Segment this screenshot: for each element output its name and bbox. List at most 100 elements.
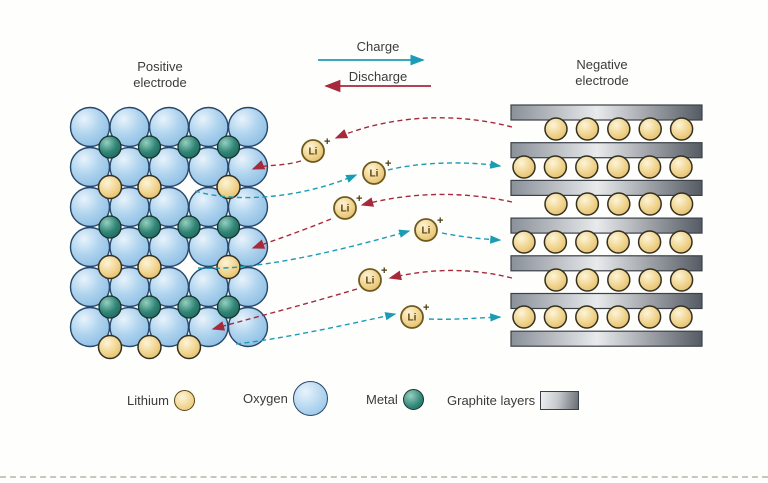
charge-path: [387, 160, 502, 171]
lithium-site: [176, 334, 202, 360]
graphite-swatch: [540, 391, 580, 410]
lithium-ball: [543, 305, 568, 329]
lithium-site: [137, 174, 162, 200]
lithium-ball: [606, 230, 630, 254]
graphite-bar: [510, 104, 703, 121]
li-ion: Li +: [358, 265, 387, 292]
metal-swatch: [402, 389, 424, 410]
li-ion-circle: [333, 196, 357, 220]
charge-path: [235, 312, 397, 345]
metal-sphere: [216, 295, 241, 319]
lithium-ball: [512, 305, 536, 329]
oxygen-sphere: [227, 266, 269, 308]
metal-sphere: [137, 135, 162, 159]
lithium-ball: [575, 268, 600, 292]
li-ion-circle: [362, 161, 386, 185]
lithium-ball: [512, 155, 536, 179]
lithium-site: [97, 334, 123, 360]
lithium-ball: [637, 155, 662, 179]
oxygen-sphere: [227, 226, 269, 268]
oxygen-sphere: [227, 146, 269, 188]
lithium-ball: [638, 192, 662, 216]
legend-item-graphite: Graphite layers: [447, 391, 580, 410]
li-ion-circle: [400, 305, 424, 329]
charge-label: Charge: [356, 39, 400, 54]
lithium-ball: [544, 268, 568, 292]
lithium-ball: [575, 192, 600, 216]
metal-sphere: [177, 295, 201, 319]
lithium-ball: [669, 230, 693, 254]
legend-metal-label: Metal: [366, 392, 398, 407]
li-ion-charge-sign: +: [381, 265, 387, 277]
lithium-site: [97, 254, 123, 280]
lithium-ball: [637, 230, 662, 254]
metal-sphere: [98, 215, 122, 239]
li-ion-circle: [358, 268, 382, 292]
graphite-bar: [510, 255, 703, 272]
graphite-bar: [510, 179, 703, 196]
charge-path: [441, 232, 502, 244]
li-ion: Li+: [414, 215, 443, 242]
li-ion-label: Li: [309, 147, 318, 158]
lithium-ball: [638, 117, 662, 141]
li-ion-label: Li: [366, 276, 375, 287]
bottom-divider: [0, 476, 768, 478]
discharge-path: [334, 117, 513, 139]
lithium-site: [97, 174, 123, 200]
graphite-bar: [510, 292, 703, 310]
graphite-bar: [510, 142, 703, 159]
discharge-path: [360, 193, 513, 207]
metal-sphere: [177, 215, 201, 239]
metal-sphere: [177, 135, 201, 159]
lithium-site: [137, 254, 162, 280]
legend-graphite-label: Graphite layers: [447, 393, 536, 408]
li-ion-charge-sign: +: [423, 302, 429, 314]
legend-item-oxygen: Oxygen: [243, 381, 328, 416]
metal-sphere: [137, 295, 162, 319]
discharge-path: [251, 160, 302, 170]
lithium-ball: [607, 117, 631, 141]
lithium-ball: [575, 230, 599, 254]
lithium-ball: [543, 230, 568, 254]
lithium-swatch: [173, 390, 195, 411]
metal-sphere: [137, 215, 162, 239]
lithium-site: [216, 254, 241, 280]
discharge-path: [211, 288, 358, 331]
li-ion-charge-sign: +: [437, 215, 443, 227]
positive-electrode-label: Positive electrode: [133, 59, 187, 90]
metal-sphere: [216, 135, 241, 159]
metal-sphere: [98, 135, 122, 159]
discharge-path: [388, 269, 513, 281]
legend-item-lithium: Lithium: [127, 390, 195, 411]
lithium-ball: [638, 268, 662, 292]
legend-oxygen-label: Oxygen: [243, 391, 288, 406]
lithium-ball: [544, 192, 568, 216]
li-ion-circle: [414, 218, 438, 242]
charge-path: [428, 313, 502, 322]
lithium-ball: [512, 230, 536, 254]
charge-path: [197, 229, 411, 270]
li-ion: Li +: [333, 193, 362, 220]
graphite-bar: [510, 217, 703, 234]
li-ion-label: Li: [408, 313, 417, 324]
lithium-ball: [575, 117, 600, 141]
li-ion-charge-sign: +: [356, 193, 362, 205]
lithium-ball: [669, 268, 694, 292]
li-ion-label: Li: [341, 204, 350, 215]
lithium-ball: [607, 268, 631, 292]
graphite-bar: [510, 330, 703, 347]
discharge-path: [251, 218, 332, 249]
lithium-ball: [606, 305, 630, 329]
lithium-ball: [606, 155, 630, 179]
li-ion-label: Li: [370, 169, 379, 180]
lithium-ball: [575, 155, 599, 179]
metal-sphere: [98, 295, 122, 319]
li-ion: Li +: [400, 302, 429, 329]
li-ion-circle: [301, 139, 325, 163]
lithium-site: [216, 174, 241, 200]
lithium-ball: [543, 155, 568, 179]
legend-item-metal: Metal: [366, 389, 424, 410]
negative-electrode-label: Negative electrode: [575, 57, 629, 88]
